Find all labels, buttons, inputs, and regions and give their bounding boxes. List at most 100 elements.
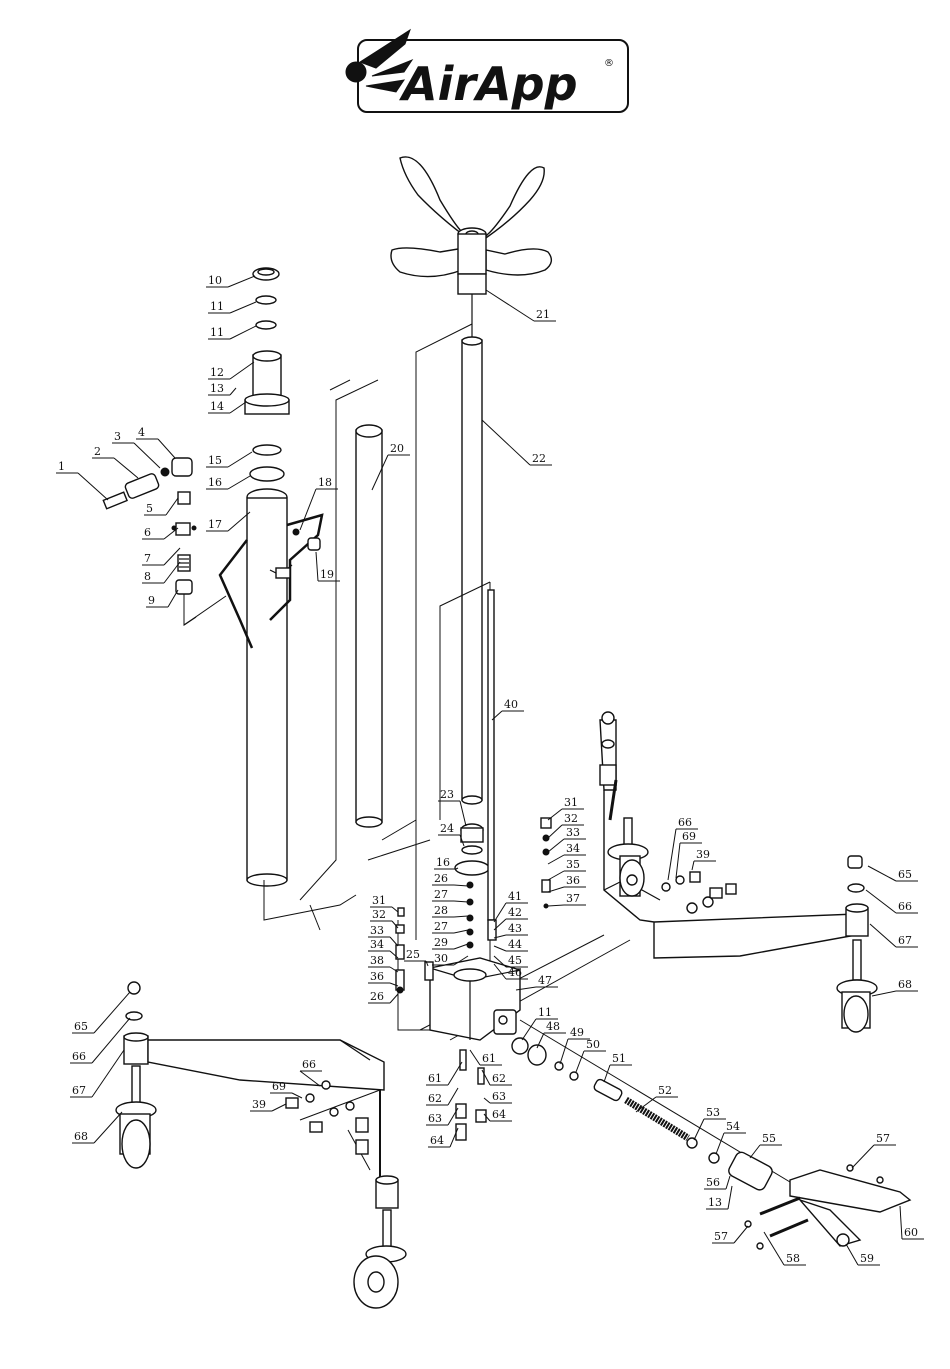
part-leader-line — [548, 855, 564, 864]
part-number-label: 41 — [508, 890, 522, 903]
part-number-label: 34 — [370, 938, 384, 951]
part-number-label: 56 — [706, 1176, 720, 1189]
part-number-label: 59 — [860, 1252, 874, 1265]
part-number-label: 16 — [436, 856, 450, 869]
part-number-label: 11 — [210, 326, 224, 339]
part-leader-line — [486, 290, 534, 321]
part-number-label: 32 — [372, 908, 386, 921]
part-number-label: 53 — [706, 1106, 720, 1119]
part-number-label: 19 — [320, 568, 334, 581]
part-leader-line — [846, 1244, 858, 1265]
part-number-label: 46 — [508, 966, 522, 979]
tube-20 — [356, 425, 382, 827]
part-number-label: 22 — [532, 452, 546, 465]
part-number-label: 66 — [302, 1058, 316, 1071]
part-number-label: 24 — [440, 822, 454, 835]
part-leader-line — [292, 1093, 302, 1098]
part-number-label: 23 — [440, 788, 454, 801]
part-leader-line — [668, 829, 676, 880]
part-number-label: 65 — [74, 1020, 88, 1033]
part-number-label: 34 — [566, 842, 580, 855]
part-number-label: 42 — [508, 906, 522, 919]
part-leader-line — [734, 1226, 748, 1243]
part-leader-line — [484, 1098, 490, 1103]
part-number-label: 66 — [678, 816, 692, 829]
pedal-mechanism — [512, 1038, 910, 1249]
part-leader-line — [764, 1232, 784, 1265]
part-number-label: 8 — [144, 570, 151, 583]
part-leader-line — [390, 994, 398, 1003]
part-leader-line — [716, 1133, 724, 1154]
part-number-label: 36 — [370, 970, 384, 983]
part-number-label: 63 — [492, 1090, 506, 1103]
airapp-logo: AirApp ® — [346, 30, 628, 112]
part-leader-line — [454, 901, 468, 902]
part-number-label: 30 — [434, 952, 448, 965]
part-number-label: 28 — [434, 904, 448, 917]
part-leader-line — [134, 443, 160, 468]
part-number-label: 36 — [566, 874, 580, 887]
part-leader-line — [392, 907, 398, 912]
part-number-label: 15 — [208, 454, 222, 467]
right-leg — [600, 712, 877, 1032]
part-number-label: 61 — [482, 1052, 496, 1065]
part-leader-line — [692, 861, 694, 870]
part-leader-line — [300, 489, 316, 530]
part-number-label: 66 — [72, 1050, 86, 1063]
part-leader-line — [78, 473, 108, 500]
part-number-label: 47 — [538, 974, 552, 987]
part-leader-line — [676, 843, 680, 878]
part-leader-line — [494, 946, 506, 951]
part-leader-line — [870, 924, 896, 947]
outer-cylinder — [220, 268, 322, 886]
part-leader-line — [390, 937, 398, 946]
part-number-label: 68 — [74, 1130, 88, 1143]
part-leader-line — [750, 1145, 760, 1158]
part-number-label: 14 — [210, 400, 224, 413]
part-leader-line — [168, 590, 178, 607]
part-leader-line — [454, 944, 468, 949]
part-leader-line — [560, 1039, 568, 1064]
part-leader-line — [316, 552, 318, 581]
part-number-label: 39 — [252, 1098, 266, 1111]
part-number-label: 3 — [114, 430, 121, 443]
part-leader-line — [448, 1062, 462, 1085]
part-leader-line — [482, 420, 530, 465]
part-leader-line — [868, 866, 896, 881]
registered-mark: ® — [604, 58, 614, 69]
part-leader-line — [94, 1112, 122, 1143]
part-number-label: 17 — [208, 518, 222, 531]
part-number-label: 26 — [434, 872, 448, 885]
part-number-label: 21 — [536, 308, 550, 321]
part-number-label: 66 — [898, 900, 912, 913]
part-leader-line — [454, 885, 468, 886]
part-number-label: 33 — [566, 826, 580, 839]
part-number-label: 35 — [566, 858, 580, 871]
brand-text: AirApp — [399, 57, 578, 111]
part-number-label: 11 — [210, 300, 224, 313]
part-number-label: 37 — [566, 892, 580, 905]
part-number-label: 62 — [492, 1072, 506, 1085]
part-number-label: 64 — [430, 1134, 444, 1147]
part-number-label: 69 — [682, 830, 696, 843]
part-number-label: 16 — [208, 476, 222, 489]
part-leader-line — [548, 905, 564, 906]
part-leader-line — [470, 1050, 480, 1065]
part-number-label: 38 — [370, 954, 384, 967]
part-number-label: 61 — [428, 1072, 442, 1085]
part-number-label: 18 — [318, 476, 332, 489]
part-number-label: 58 — [786, 1252, 800, 1265]
part-leader-line — [230, 326, 256, 339]
part-number-label: 49 — [570, 1026, 584, 1039]
part-leader-line — [548, 809, 562, 820]
part-number-label: 31 — [564, 796, 578, 809]
part-number-label: 27 — [434, 888, 448, 901]
part-leader-line — [852, 1145, 874, 1168]
part-number-label: 57 — [876, 1132, 890, 1145]
part-leader-line — [158, 439, 175, 458]
part-number-label: 50 — [586, 1038, 600, 1051]
part-leader-line — [866, 890, 896, 913]
part-number-label: 55 — [762, 1132, 776, 1145]
part-number-label: 54 — [726, 1120, 740, 1133]
part-leader-line — [448, 1088, 458, 1105]
